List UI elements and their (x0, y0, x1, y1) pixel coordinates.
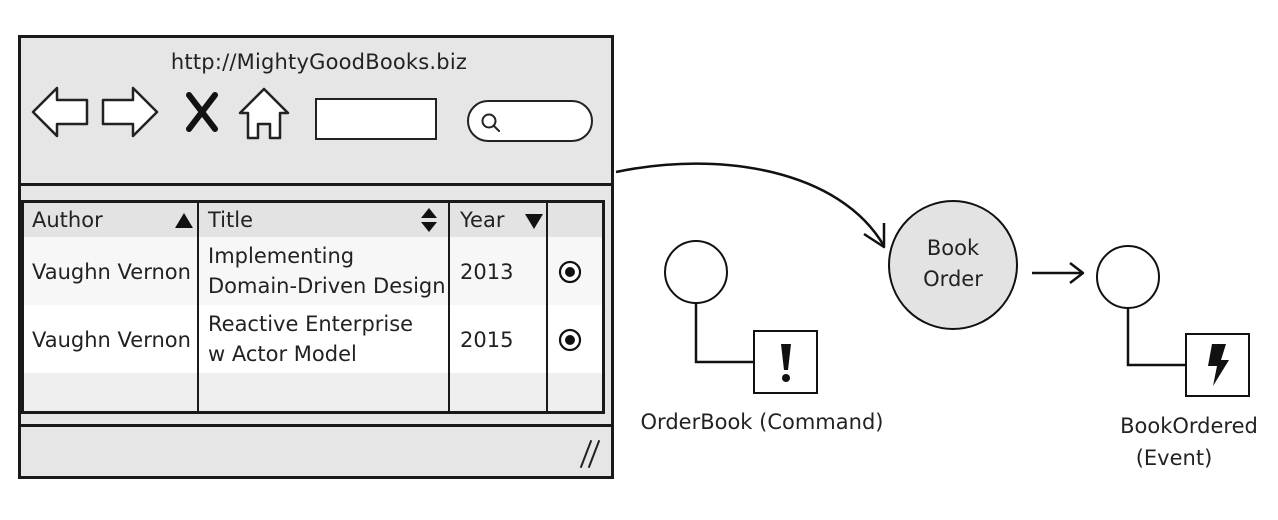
command-connector (694, 303, 754, 364)
year-cell: 2015 (460, 328, 514, 352)
curved-arrow (615, 162, 886, 247)
column-divider (197, 203, 199, 411)
aggregate-label-line2: Order (923, 267, 983, 291)
home-icon[interactable] (237, 86, 291, 140)
event-label-line1: BookOrdered (1120, 414, 1258, 438)
curved-arrow-head (863, 223, 886, 249)
command-circle (664, 240, 728, 304)
sort-ascending-icon[interactable] (174, 212, 194, 230)
table-row[interactable] (24, 237, 602, 305)
stop-x-icon[interactable] (185, 92, 219, 132)
column-header-author[interactable]: Author (32, 208, 103, 232)
author-cell: Vaughn Vernon (32, 328, 191, 352)
title-cell-line1: Implementing (208, 244, 355, 268)
column-divider (546, 203, 548, 411)
event-circle (1096, 245, 1160, 309)
column-divider (448, 203, 450, 411)
status-divider (21, 424, 611, 427)
aggregate-label-line1: Book (926, 236, 980, 260)
resize-grip-icon[interactable] (577, 439, 603, 469)
author-cell: Vaughn Vernon (32, 260, 191, 284)
forward-arrow-icon[interactable] (101, 86, 161, 138)
back-arrow-icon[interactable] (31, 86, 91, 138)
radio-selected-icon[interactable] (558, 328, 582, 352)
toolbar-divider (21, 183, 611, 186)
browser-window: http://MightyGoodBooks.biz Author (18, 35, 614, 479)
table-header-row (24, 203, 602, 237)
exclamation-icon (781, 344, 791, 382)
event-label-line2: (Event) (1135, 446, 1213, 470)
title-cell-line1: Reactive Enterprise (208, 312, 414, 336)
search-input[interactable] (467, 100, 593, 142)
command-label: OrderBook (Command) (640, 410, 884, 434)
sort-descending-icon[interactable] (524, 213, 544, 231)
search-icon (481, 113, 500, 132)
status-bar (21, 427, 611, 476)
column-header-year[interactable]: Year (460, 208, 505, 232)
books-table: Author Title Year Vaughn Vernon Implemen… (21, 200, 605, 414)
table-row-empty (24, 373, 602, 411)
event-arrow-head (1069, 262, 1085, 284)
table-row[interactable] (24, 305, 602, 373)
url-text: http://MightyGoodBooks.biz (170, 50, 468, 74)
aggregate-circle (888, 200, 1018, 330)
title-cell-line2: w Actor Model (208, 342, 357, 366)
address-input[interactable] (315, 98, 437, 140)
radio-selected-icon[interactable] (558, 260, 582, 284)
column-header-title[interactable]: Title (208, 208, 254, 232)
event-connector (1126, 308, 1186, 367)
year-cell: 2013 (460, 260, 514, 284)
title-cell-line2: Domain-Driven Design (208, 274, 446, 298)
lightning-icon (1208, 344, 1229, 386)
sort-both-icon[interactable] (420, 207, 438, 233)
